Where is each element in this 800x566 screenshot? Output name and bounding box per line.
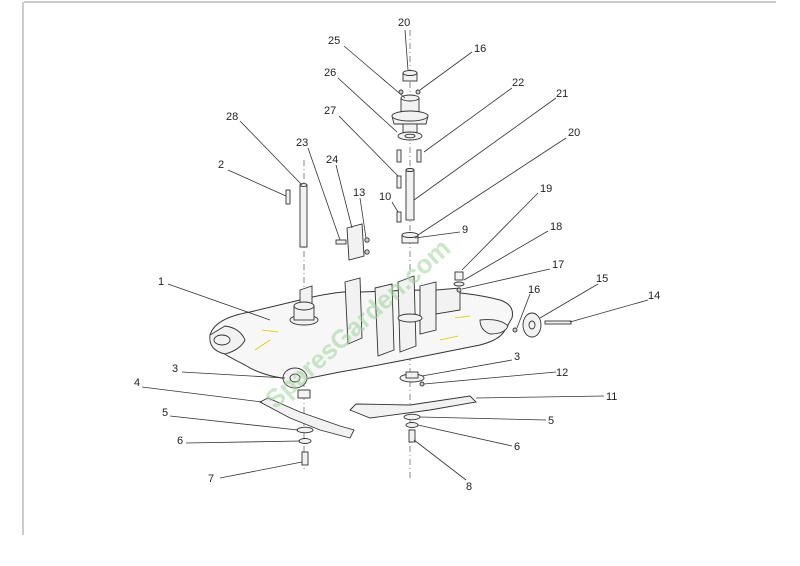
callout-28: 28 bbox=[226, 111, 238, 123]
callout-1: 1 bbox=[158, 276, 164, 288]
callout-24: 24 bbox=[326, 154, 338, 166]
leader-lines bbox=[141, 29, 649, 481]
mower-deck bbox=[209, 275, 513, 381]
left-spindle-assembly bbox=[282, 183, 370, 466]
callout-20-mid: 20 bbox=[568, 127, 580, 139]
callout-22: 22 bbox=[512, 77, 524, 89]
callout-14: 14 bbox=[648, 290, 660, 302]
callout-9: 9 bbox=[462, 224, 468, 236]
callout-18: 18 bbox=[550, 221, 562, 233]
callout-23: 23 bbox=[296, 137, 308, 149]
callout-10: 10 bbox=[379, 191, 391, 203]
left-blade bbox=[259, 397, 355, 439]
callout-labels: 20 16 25 26 22 21 27 20 28 23 24 13 2 10… bbox=[134, 17, 660, 493]
callout-5-left: 5 bbox=[162, 407, 168, 419]
callout-4: 4 bbox=[134, 377, 140, 389]
right-blade bbox=[349, 395, 477, 419]
callout-27: 27 bbox=[324, 105, 336, 117]
right-spindle-assembly bbox=[391, 70, 429, 443]
callout-16-top: 16 bbox=[474, 43, 486, 55]
callout-6-left: 6 bbox=[177, 435, 183, 447]
anti-scalp-wheel-assembly bbox=[512, 312, 572, 338]
callout-26: 26 bbox=[324, 67, 336, 79]
callout-21: 21 bbox=[556, 88, 568, 100]
callout-2: 2 bbox=[218, 159, 224, 171]
pulley-nut-stack bbox=[453, 271, 465, 293]
callout-12: 12 bbox=[556, 367, 568, 379]
callout-7: 7 bbox=[208, 473, 214, 485]
callout-6-right: 6 bbox=[514, 441, 520, 453]
callout-16-side: 16 bbox=[528, 284, 540, 296]
callout-3-right: 3 bbox=[514, 351, 520, 363]
callout-5-right: 5 bbox=[548, 415, 554, 427]
callout-19: 19 bbox=[540, 183, 552, 195]
callout-8: 8 bbox=[466, 481, 472, 493]
callout-17: 17 bbox=[552, 259, 564, 271]
callout-20-top: 20 bbox=[398, 17, 410, 29]
callout-3-left: 3 bbox=[172, 363, 178, 375]
callout-13: 13 bbox=[353, 187, 365, 199]
callout-15: 15 bbox=[596, 273, 608, 285]
callout-11: 11 bbox=[606, 391, 617, 403]
callout-25: 25 bbox=[328, 35, 340, 47]
